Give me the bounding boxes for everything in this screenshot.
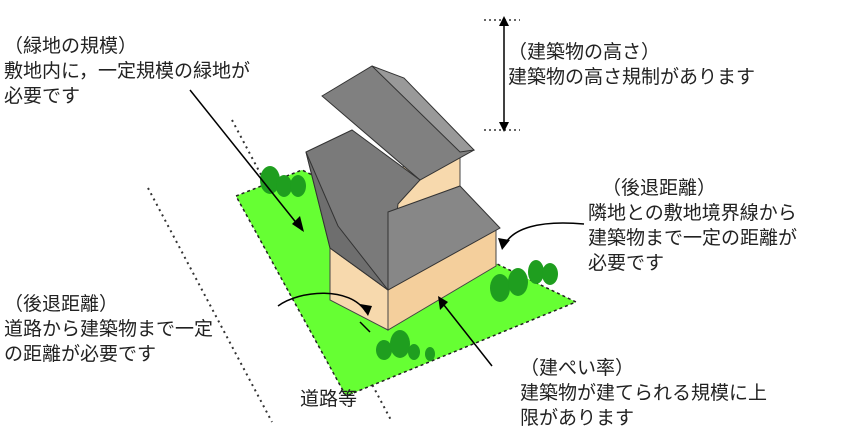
callout-coverage: （建ぺい率） 建築物が建てられる規模に上 限があります (520, 356, 767, 431)
callout-greenery: （緑地の規模） 敷地内に，一定規模の緑地が 必要です (4, 34, 250, 109)
roof-lower-front (305, 151, 389, 291)
callout-greenery-text: 敷地内に，一定規模の緑地が (4, 60, 251, 82)
setback-road-arrowhead (360, 304, 372, 316)
callout-greenery-title: （緑地の規模） (4, 35, 138, 57)
roof-upper-side (371, 65, 476, 153)
trees-left (260, 166, 306, 197)
height-arrow-down (499, 122, 509, 132)
callout-height-title: （建築物の高さ） (508, 41, 661, 63)
setback-road-dim (359, 321, 371, 333)
callout-setback-road-text: 道路から建築物まで一定 (4, 318, 214, 340)
setback-road-pointer (277, 292, 367, 313)
greenery-arrowhead (292, 216, 304, 232)
callout-coverage-text-2: 限があります (520, 407, 635, 429)
setback-neighbor-pointer (503, 222, 585, 247)
callout-setback-neighbor: （後退距離） 隣地との敷地境界線から 建築物まで一定の距離が 必要です (588, 176, 797, 276)
trees-right (490, 260, 558, 302)
trees-bottom (376, 330, 435, 361)
callout-height-text: 建築物の高さ規制があります (508, 66, 756, 88)
road-label: 道路等 (300, 388, 358, 410)
coverage-arrowhead (438, 296, 448, 310)
callout-greenery-text-2: 必要です (4, 85, 81, 107)
callout-coverage-title: （建ぺい率） (520, 357, 635, 379)
callout-setback-neighbor-text: 隣地との敷地境界線から (588, 202, 797, 224)
height-arrow-up (499, 16, 509, 26)
callout-setback-road-text-2: の距離が必要です (4, 343, 157, 365)
coverage-pointer (439, 299, 493, 367)
greenery-pointer (189, 89, 303, 231)
callout-setback-road: （後退距離） 道路から建築物まで一定 の距離が必要です (4, 292, 213, 367)
roof-lower-right (387, 185, 501, 291)
road-edge-line (147, 187, 273, 423)
callout-height: （建築物の高さ） 建築物の高さ規制があります (508, 40, 755, 90)
callout-setback-neighbor-title: （後退距離） (602, 177, 717, 199)
setback-neighbor-arrowhead (498, 238, 510, 250)
callout-setback-neighbor-text-2: 建築物まで一定の距離が (588, 227, 798, 249)
callout-setback-neighbor-text-3: 必要です (588, 252, 665, 274)
callout-setback-road-title: （後退距離） (4, 293, 119, 315)
callout-coverage-text: 建築物が建てられる規模に上 (520, 382, 768, 404)
